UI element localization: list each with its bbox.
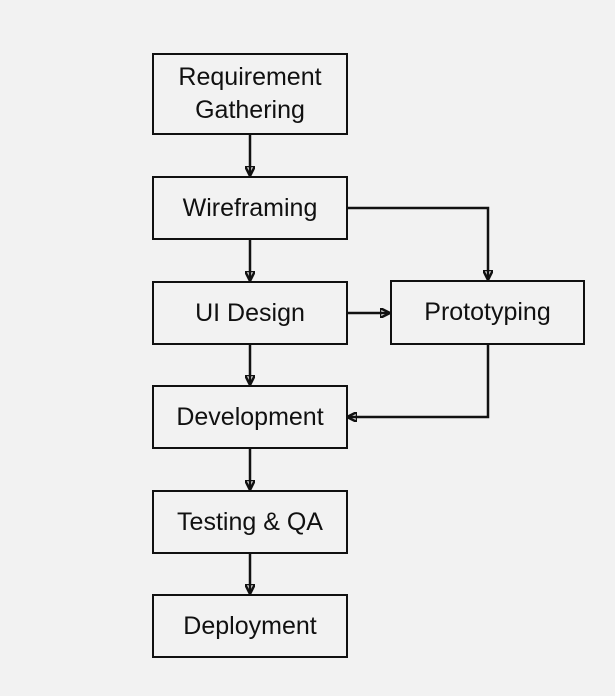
- node-prototyping: Prototyping: [390, 280, 585, 345]
- node-deployment: Deployment: [152, 594, 348, 658]
- node-wireframing-label: Wireframing: [182, 193, 318, 222]
- node-testing-qa: Testing & QA: [152, 490, 348, 554]
- node-requirement-label-line2: Gathering: [195, 96, 305, 124]
- edge-prototyping-to-development: [349, 344, 490, 417]
- node-ui-design-label: UI Design: [195, 298, 305, 327]
- edge-wireframing-to-prototyping: [348, 206, 488, 278]
- node-deployment-label: Deployment: [183, 611, 317, 640]
- node-development-label: Development: [176, 402, 324, 431]
- node-ui-design: UI Design: [152, 281, 348, 345]
- node-requirement-label-line1: Requirement: [178, 63, 322, 91]
- node-wireframing: Wireframing: [152, 176, 348, 240]
- node-development: Development: [152, 385, 348, 449]
- node-testing-label: Testing & QA: [177, 507, 323, 536]
- node-prototyping-label: Prototyping: [424, 298, 551, 326]
- node-requirement-gathering: Requirement Gathering: [152, 53, 348, 135]
